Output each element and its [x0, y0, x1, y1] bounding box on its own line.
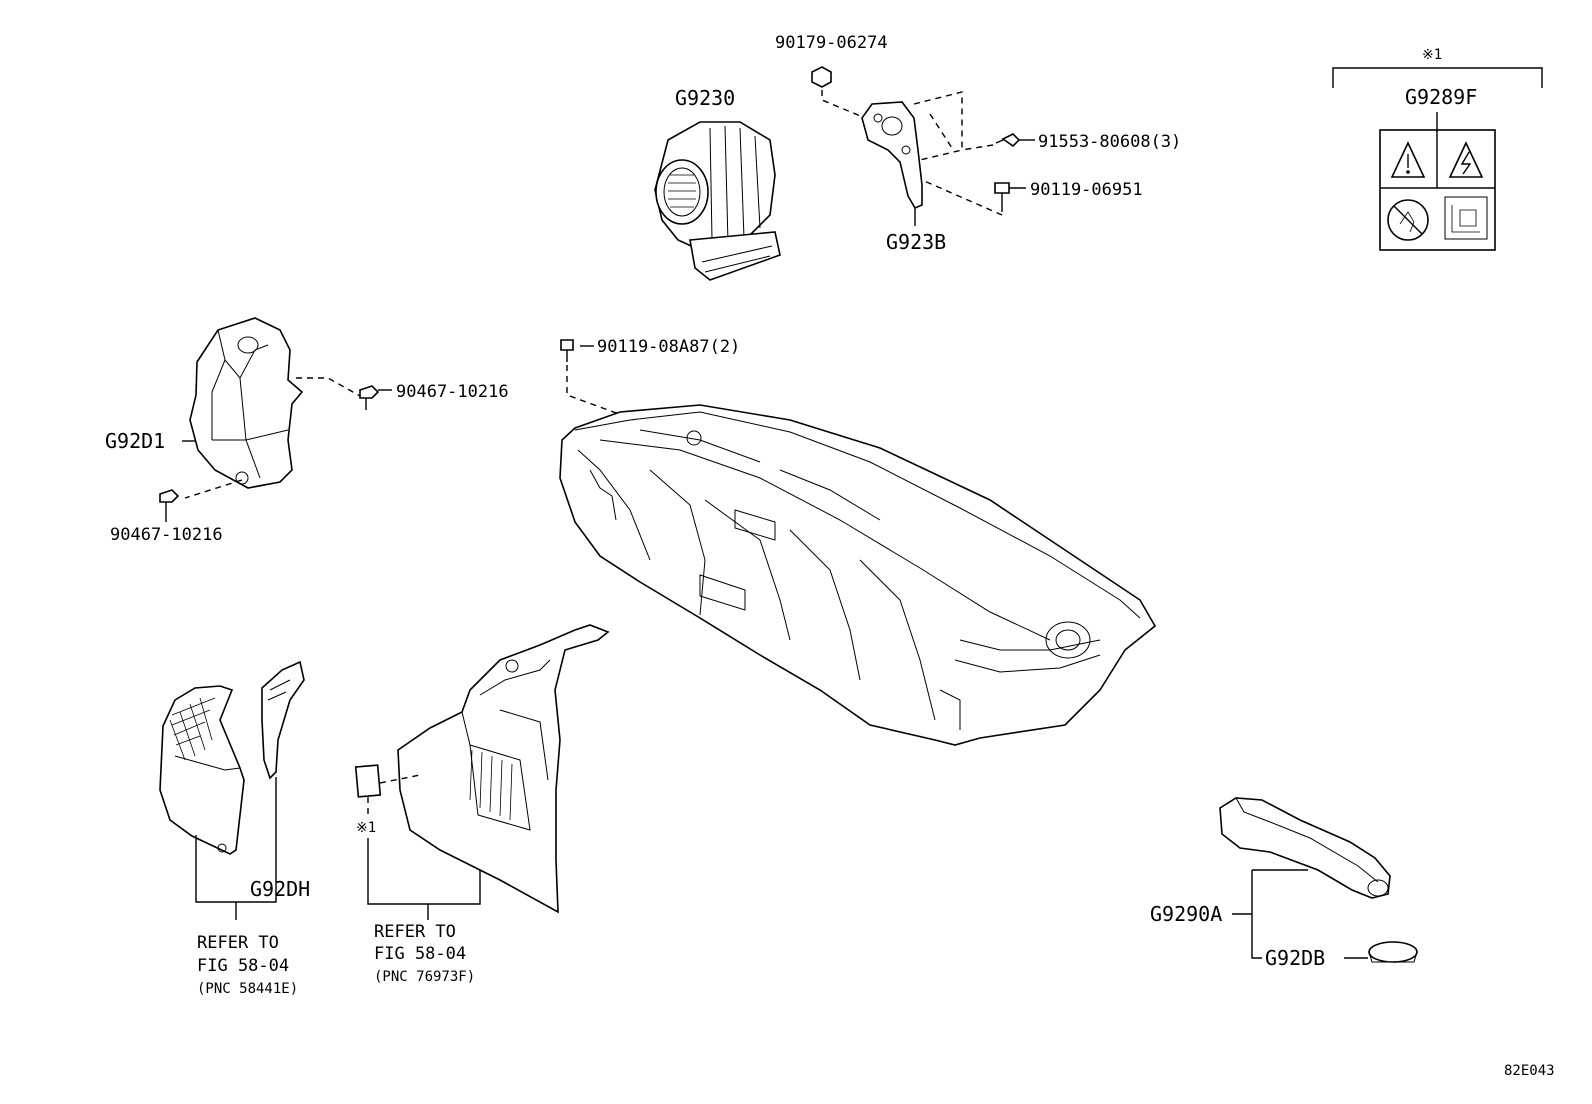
label-90179-06274: 90179-06274 [775, 33, 888, 53]
label-90467-10216-lower: 90467-10216 [110, 525, 223, 545]
battery-tray-part [559, 404, 1157, 746]
label-90119-06951: 90119-06951 [1030, 180, 1143, 200]
reference-2-line3: (PNC 76973F) [374, 969, 475, 985]
reference-1-line1: REFER TO [197, 933, 279, 953]
label-g92d1: G92D1 [105, 429, 165, 453]
label-g92dh: G92DH [250, 877, 310, 901]
air-duct-part [159, 317, 380, 512]
label-g9289f: G9289F [1405, 85, 1477, 109]
reference-2-line1: REFER TO [374, 922, 456, 942]
reference-2-line2: FIG 58-04 [374, 944, 466, 964]
reference-1-line2: FIG 58-04 [197, 956, 289, 976]
note-mark-left: ※1 [356, 820, 376, 836]
label-90119-08a87: 90119-08A87(2) [597, 337, 740, 357]
bolt-part [560, 339, 631, 419]
rear-duct-part [1219, 797, 1418, 963]
figure-code: 82E043 [1504, 1063, 1555, 1079]
label-91553-80608: 91553-80608(3) [1038, 132, 1181, 152]
label-g9290a: G9290A [1150, 902, 1222, 926]
reference-1-line3: (PNC 58441E) [197, 981, 298, 997]
note-mark-top: ※1 [1422, 47, 1442, 63]
bracket-assembly [811, 66, 1021, 216]
side-panel-part [354, 624, 610, 920]
label-90467-10216-upper: 90467-10216 [396, 382, 509, 402]
label-g9230: G9230 [675, 86, 735, 110]
label-leaders [165, 139, 1035, 522]
blower-fan-part [654, 121, 781, 281]
trim-cover-part [159, 660, 305, 920]
label-g92db: G92DB [1265, 946, 1325, 970]
warning-label-part [1332, 67, 1543, 251]
label-g923b: G923B [886, 230, 946, 254]
